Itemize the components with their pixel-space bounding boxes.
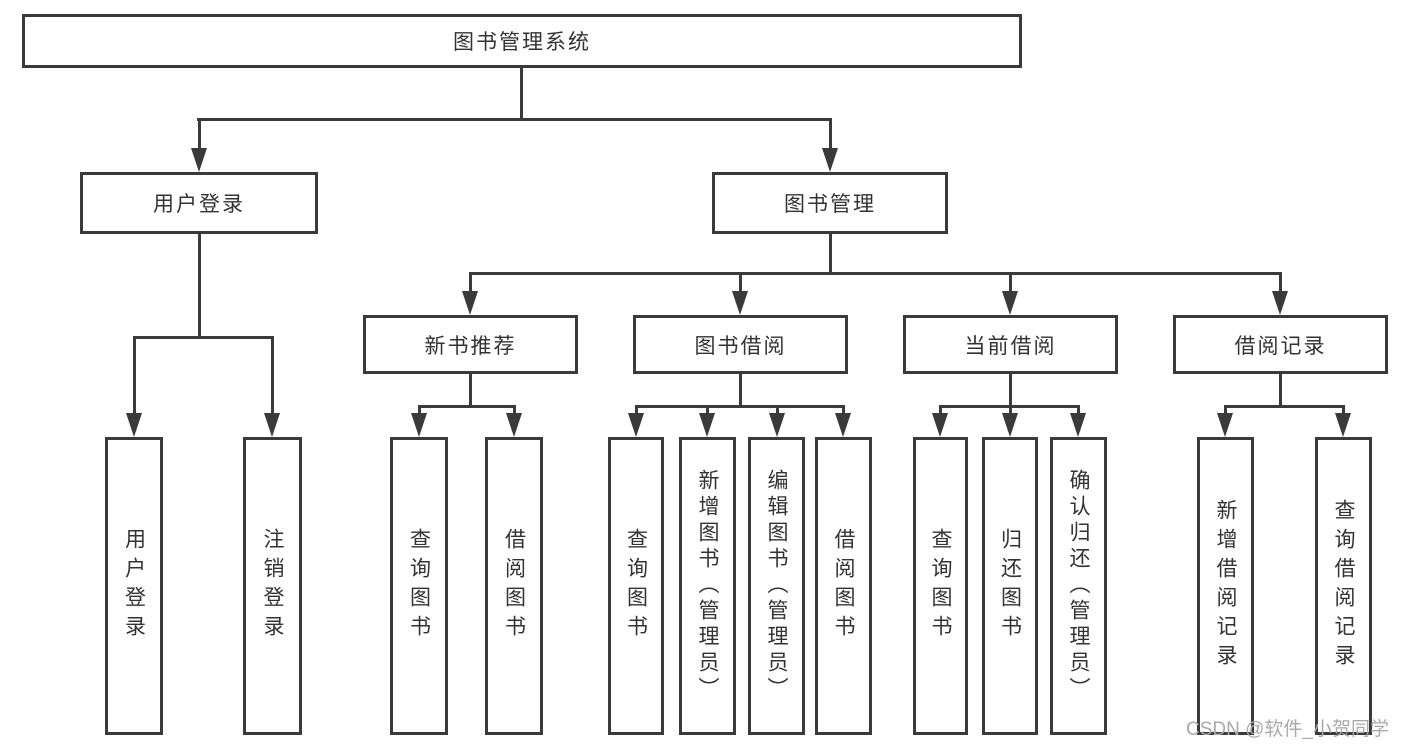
arrow-down-icon bbox=[1217, 413, 1233, 437]
node-book-borrow: 图书借阅 bbox=[633, 315, 848, 374]
connector-line bbox=[418, 405, 516, 408]
node-borrow-records: 借阅记录 bbox=[1173, 315, 1388, 374]
arrow-down-icon bbox=[264, 413, 280, 437]
leaf-query-books-2: 查询图书 bbox=[608, 437, 664, 735]
connector-line bbox=[635, 405, 638, 417]
connector-line bbox=[829, 234, 832, 275]
node-book-management: 图书管理 bbox=[712, 172, 948, 234]
connector-line bbox=[271, 336, 274, 416]
leaf-borrow-books-1-label: 借阅图书 bbox=[502, 528, 526, 644]
leaf-query-books-1-label: 查询图书 bbox=[407, 528, 431, 644]
connector-line bbox=[133, 336, 136, 416]
arrow-down-icon bbox=[835, 413, 851, 437]
arrow-down-icon bbox=[1002, 291, 1018, 315]
connector-line bbox=[469, 272, 1282, 275]
leaf-query-books-1: 查询图书 bbox=[390, 437, 448, 735]
leaf-edit-book-admin: 编辑图书（管理员） bbox=[748, 437, 805, 735]
arrow-down-icon bbox=[699, 413, 715, 437]
arrow-down-icon bbox=[126, 413, 142, 437]
connector-line bbox=[418, 405, 421, 417]
leaf-confirm-return-admin: 确认归还（管理员） bbox=[1050, 437, 1107, 735]
connector-line bbox=[635, 405, 845, 408]
node-borrow-records-label: 借阅记录 bbox=[1234, 334, 1327, 358]
leaf-borrow-books-2-label: 借阅图书 bbox=[832, 528, 855, 644]
connector-line bbox=[939, 405, 942, 417]
leaf-add-borrow-record: 新增借阅记录 bbox=[1197, 437, 1254, 735]
connector-line bbox=[1009, 374, 1012, 407]
node-current-borrow-label: 当前借阅 bbox=[964, 334, 1057, 358]
leaf-confirm-return-admin-label: 确认归还（管理员） bbox=[1067, 469, 1090, 703]
connector-line bbox=[1279, 272, 1282, 294]
leaf-query-books-3: 查询图书 bbox=[913, 437, 968, 735]
connector-line bbox=[706, 405, 709, 417]
arrow-down-icon bbox=[506, 413, 522, 437]
connector-line bbox=[1009, 405, 1012, 417]
connector-line bbox=[1077, 405, 1080, 417]
connector-line bbox=[520, 68, 523, 120]
leaf-user-login: 用户登录 bbox=[105, 437, 163, 735]
leaf-borrow-books-1: 借阅图书 bbox=[485, 437, 543, 735]
leaf-logout-label: 注销登录 bbox=[261, 528, 284, 644]
arrow-down-icon bbox=[1335, 413, 1351, 437]
arrow-down-icon bbox=[732, 291, 748, 315]
arrow-down-icon bbox=[411, 413, 427, 437]
leaf-return-book-label: 归还图书 bbox=[998, 528, 1022, 644]
connector-line bbox=[469, 374, 472, 407]
leaf-query-books-3-label: 查询图书 bbox=[929, 528, 952, 644]
connector-line bbox=[198, 234, 201, 338]
node-user-login-label: 用户登录 bbox=[153, 193, 245, 216]
leaf-borrow-books-2: 借阅图书 bbox=[815, 437, 872, 735]
leaf-edit-book-admin-label: 编辑图书（管理员） bbox=[765, 469, 788, 703]
node-book-borrow-label: 图书借阅 bbox=[694, 334, 787, 358]
leaf-query-books-2-label: 查询图书 bbox=[624, 528, 648, 644]
connector-line bbox=[469, 272, 472, 294]
connector-line bbox=[842, 405, 845, 417]
node-root-label: 图书管理系统 bbox=[453, 31, 591, 54]
arrow-down-icon bbox=[1070, 413, 1086, 437]
node-new-book-recommend: 新书推荐 bbox=[363, 315, 578, 374]
connector-line bbox=[1342, 405, 1345, 417]
connector-line bbox=[1009, 272, 1012, 294]
arrow-down-icon bbox=[1272, 291, 1288, 315]
leaf-add-borrow-record-label: 新增借阅记录 bbox=[1214, 499, 1237, 673]
arrow-down-icon bbox=[191, 148, 207, 172]
connector-line bbox=[198, 118, 201, 154]
connector-line bbox=[133, 336, 274, 339]
connector-line bbox=[1279, 374, 1282, 407]
arrow-down-icon bbox=[462, 291, 478, 315]
connector-line bbox=[1224, 405, 1227, 417]
connector-line bbox=[513, 405, 516, 417]
arrow-down-icon bbox=[628, 413, 644, 437]
connector-line bbox=[829, 118, 832, 154]
connector-line bbox=[776, 405, 779, 417]
connector-line bbox=[197, 118, 832, 121]
watermark: CSDN @软件_小贺同学 bbox=[1186, 719, 1389, 740]
leaf-add-book-admin: 新增图书（管理员） bbox=[679, 437, 736, 735]
leaf-query-borrow-record-label: 查询借阅记录 bbox=[1332, 499, 1355, 673]
node-new-book-recommend-label: 新书推荐 bbox=[424, 334, 517, 358]
arrow-down-icon bbox=[822, 148, 838, 172]
node-root: 图书管理系统 bbox=[22, 14, 1022, 68]
leaf-logout: 注销登录 bbox=[243, 437, 302, 735]
leaf-add-book-admin-label: 新增图书（管理员） bbox=[696, 469, 719, 703]
node-user-login: 用户登录 bbox=[80, 172, 318, 234]
leaf-query-borrow-record: 查询借阅记录 bbox=[1315, 437, 1372, 735]
node-book-management-label: 图书管理 bbox=[784, 193, 876, 216]
connector-line bbox=[739, 272, 742, 294]
arrow-down-icon bbox=[769, 413, 785, 437]
arrow-down-icon bbox=[932, 413, 948, 437]
arrow-down-icon bbox=[1002, 413, 1018, 437]
node-current-borrow: 当前借阅 bbox=[903, 315, 1118, 374]
connector-line bbox=[739, 374, 742, 407]
leaf-return-book: 归还图书 bbox=[982, 437, 1038, 735]
leaf-user-login-label: 用户登录 bbox=[122, 528, 146, 644]
connector-line bbox=[1224, 405, 1345, 408]
